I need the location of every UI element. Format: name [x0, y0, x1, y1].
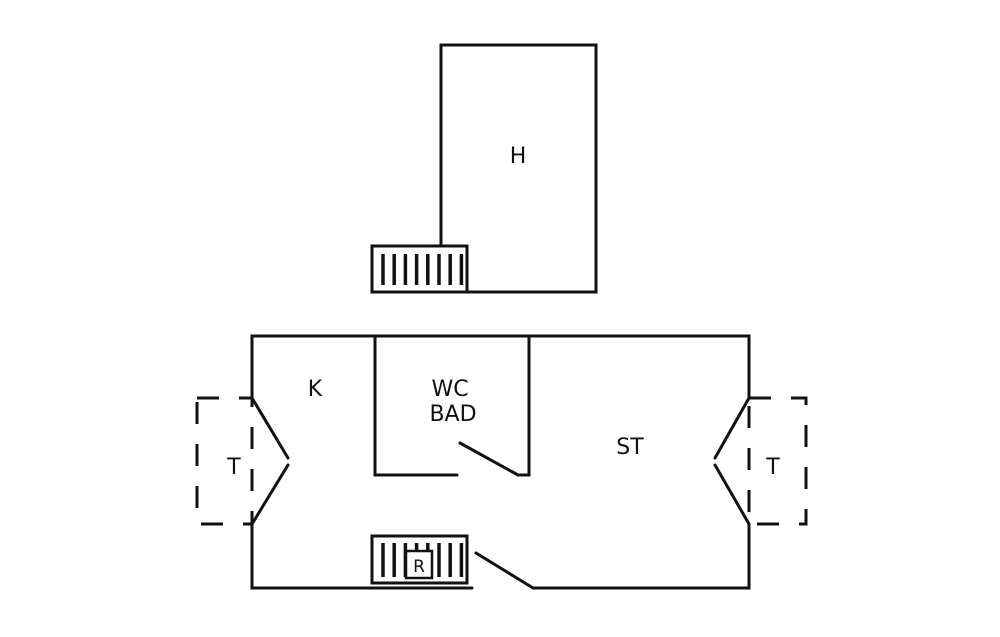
room-label-k: K	[308, 377, 323, 402]
terrace-right-outline	[747, 396, 808, 526]
upper-floor: H	[370, 43, 598, 294]
right-bottom-wall	[531, 522, 751, 590]
left-door-leaf-2	[250, 463, 290, 526]
room-label-h: H	[510, 144, 527, 169]
wc-door	[458, 441, 520, 477]
stair-marker-label: R	[413, 557, 425, 577]
terrace-label-left: T	[226, 455, 241, 480]
wc-wall-left	[373, 334, 459, 477]
right-door-leaf-1	[713, 396, 751, 460]
room-label-st: ST	[616, 435, 644, 460]
room-label-bad: BAD	[429, 402, 476, 427]
terrace-left-outline	[195, 396, 254, 526]
left-door-leaf-1	[250, 396, 290, 460]
terrace-label-right: T	[765, 455, 780, 480]
room-label-wc: WC	[431, 377, 468, 402]
room-h-walls	[439, 43, 598, 294]
ground-floor: R K WC BAD ST T T	[195, 334, 808, 590]
entrance-door	[474, 551, 535, 590]
lower-staircase: R	[370, 534, 469, 585]
top-wall	[250, 334, 751, 400]
right-door-leaf-2	[713, 463, 751, 526]
upper-staircase	[370, 244, 469, 294]
left-bottom-wall	[250, 522, 474, 590]
stair-marker-box	[404, 549, 434, 580]
wc-wall-right	[516, 334, 531, 477]
